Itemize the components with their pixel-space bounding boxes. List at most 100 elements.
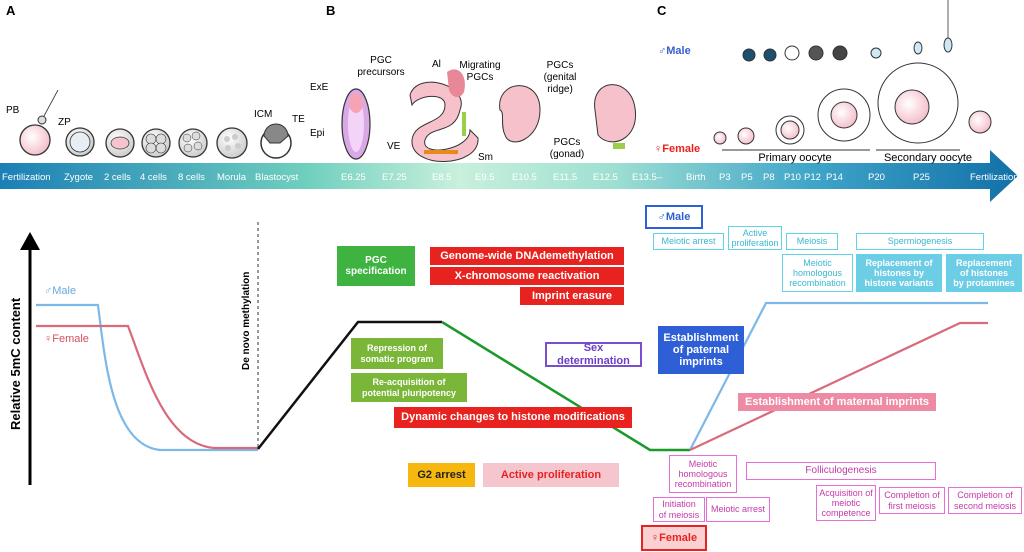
male-curve-early <box>36 303 258 452</box>
timeline-stage-4: 8 cells <box>178 172 205 183</box>
box-genome-wide-demethylation: Genome-wide DNAdemethylation <box>430 247 624 265</box>
box-im-line2: of meiosis <box>658 509 700 520</box>
timeline-stage-6: Blastocyst <box>255 172 299 183</box>
box-paternal-line3: imprints <box>679 356 723 369</box>
box-apm-line2: proliferation <box>731 238 779 248</box>
box-apm-line1: Active <box>742 227 768 238</box>
label-secondary-oocyte: Secondary oocyte <box>884 152 972 164</box>
timeline-stage-0: Fertilization <box>2 172 51 183</box>
timeline-stage-10: E9.5 <box>475 172 495 183</box>
label-pgc-precursors-1: PGC <box>370 55 392 66</box>
timeline-stage-9: E8.5 <box>432 172 452 183</box>
timeline-stage-2: 2 cells <box>104 172 131 183</box>
label-genital-1: PGCs <box>547 60 574 71</box>
box-spermiogenesis: Spermiogenesis <box>856 233 984 250</box>
label-pb: PB <box>6 105 20 116</box>
timeline-stage-15: Birth <box>686 172 706 183</box>
panel-a-label: A <box>6 3 16 18</box>
box-mhr-f-line3: recombination <box>674 479 732 490</box>
box-reacq-line2: potential pluripotency <box>361 387 456 398</box>
common-curve-remethylation <box>257 320 442 450</box>
timeline-stage-7: E6.25 <box>341 172 366 183</box>
female-curve-early <box>36 324 258 450</box>
pgc-demethylation-curve <box>441 320 690 452</box>
timeline-stage-5: Morula <box>217 172 247 183</box>
timeline-arrow <box>0 150 1018 202</box>
label-genital-2: (genital <box>544 72 577 83</box>
box-g2-arrest: G2 arrest <box>408 463 475 487</box>
box-folliculogenesis: Folliculogenesis <box>746 462 936 480</box>
label-pgc-precursors-2: precursors <box>357 67 404 78</box>
box-rp-line3: by protamines <box>953 278 1015 289</box>
box-imprint-erasure: Imprint erasure <box>520 287 624 305</box>
box-acquisition-competence: Acquisition of meiotic competence <box>816 485 876 521</box>
box-active-proliferation: Active proliferation <box>483 463 619 487</box>
male-curve-late <box>689 301 988 451</box>
box-rv-line1: Replacement of <box>865 257 933 268</box>
legend-female: ♀Female <box>44 333 89 345</box>
label-gonad-2: (gonad) <box>550 149 584 160</box>
panel-c-label: C <box>657 3 667 18</box>
box-x-reactivation: X-chromosome reactivation <box>430 267 624 285</box>
label-al: Al <box>432 59 441 70</box>
graph-axes <box>20 232 40 485</box>
box-mhr-female: Meiotic homologous recombination <box>669 455 737 493</box>
box-cf-line2: first meiosis <box>888 500 936 511</box>
box-replacement-variants: Replacement of histones by histone varia… <box>856 254 942 292</box>
box-pgc-specification: PGC specification <box>337 246 415 286</box>
box-repression-line2: somatic program <box>360 353 434 364</box>
spermatogenesis-illustration <box>742 0 953 62</box>
box-cf-line1: Completion of <box>884 490 940 501</box>
label-sm: Sm <box>478 152 493 163</box>
de-novo-label: De novo methylation <box>241 272 252 370</box>
box-acq-line3: competence <box>821 508 871 519</box>
timeline-stage-17: P5 <box>741 172 753 183</box>
box-acq-line1: Acquisition of <box>819 487 873 498</box>
box-mhr-m-line2: homologous <box>792 267 843 278</box>
label-icm: ICM <box>254 109 272 120</box>
label-primary-oocyte: Primary oocyte <box>758 152 831 164</box>
label-te: TE <box>292 114 305 125</box>
timeline-stage-18: P8 <box>763 172 775 183</box>
box-meiotic-arrest-male: Meiotic arrest <box>653 233 724 250</box>
box-acq-line2: meiotic <box>831 497 861 508</box>
box-paternal-imprints: Establishment of paternal imprints <box>658 326 744 374</box>
box-im-line1: Initiation <box>662 499 696 510</box>
box-mhr-m-line3: recombination <box>789 278 846 289</box>
box-meiosis-male: Meiosis <box>786 233 838 250</box>
label-genital-3: ridge) <box>547 84 573 95</box>
timeline-stage-13: E12.5 <box>593 172 618 183</box>
box-cs-line2: second meiosis <box>953 500 1017 511</box>
timeline-stage-20: P12 <box>804 172 821 183</box>
label-migrating-1: Migrating <box>459 60 500 71</box>
label-c-female: ♀Female <box>654 143 700 155</box>
oogenesis-illustration <box>713 62 992 151</box>
timeline-stage-8: E7.25 <box>382 172 407 183</box>
legend-male: ♂Male <box>44 285 76 297</box>
box-pgc-specification-line2: specification <box>345 266 407 277</box>
label-exe: ExE <box>310 82 329 93</box>
box-pgc-specification-line1: PGC <box>365 254 387 266</box>
box-sex-determination: Sex determination <box>545 342 642 367</box>
box-mhr-f-line1: Meiotic <box>688 458 718 469</box>
box-mhr-f-line2: homologous <box>678 468 728 479</box>
timeline-stage-19: P10 <box>784 172 801 183</box>
timeline-stage-1: Zygote <box>64 172 93 183</box>
male-header: ♂Male <box>645 205 703 229</box>
box-dynamic-histone: Dynamic changes to histone modifications <box>394 407 632 428</box>
timeline-stage-3: 4 cells <box>140 172 167 183</box>
box-reacquisition-pluripotency: Re-acquisition of potential pluripotency <box>351 373 467 402</box>
box-replacement-protamines: Replacement of histones by protamines <box>946 254 1022 292</box>
box-mhr-m-line1: Meiotic <box>803 257 832 268</box>
box-paternal-line1: Establishment <box>663 331 739 344</box>
box-cs-line1: Completion of <box>957 490 1013 501</box>
box-mhr-male: Meiotic homologous recombination <box>782 254 853 292</box>
label-c-male: ♂Male <box>658 45 691 57</box>
label-migrating-2: PGCs <box>467 72 494 83</box>
timeline-stage-11: E10.5 <box>512 172 537 183</box>
early-embryo-illustrations <box>19 89 292 159</box>
box-meiotic-arrest-female: Meiotic arrest <box>706 497 770 522</box>
timeline-stage-22: P20 <box>868 172 885 183</box>
timeline-stage-16: P3 <box>719 172 731 183</box>
